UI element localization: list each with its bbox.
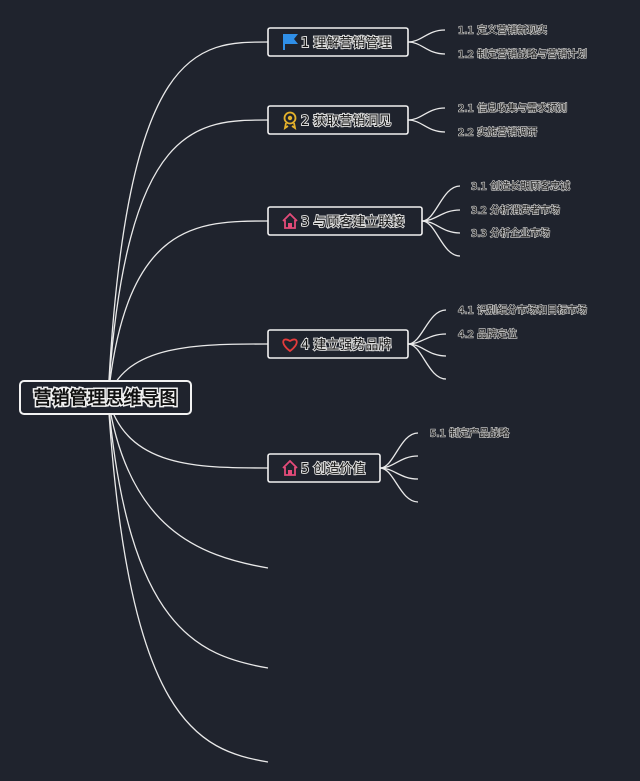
mindmap-nodes: 营销管理思维导图 1 理解营销管理 1.1 定义营销新现实 1.2 制定营销战略与营销… (19, 23, 588, 483)
medal-icon (283, 111, 297, 130)
flag-icon (283, 34, 298, 50)
branch-connector-empty (107, 397, 269, 569)
branch-label: 3 与顾客建立联接 (301, 214, 404, 230)
leaf-connector (407, 41, 446, 55)
branch-label: 5 创造价值 (301, 461, 365, 477)
root-title: 营销管理思维导图 (34, 387, 178, 409)
branch-connector-empty (107, 397, 269, 669)
branch-node-b2[interactable]: 2 获取营销洞见 (267, 105, 409, 135)
leaf-label[interactable]: 2.2 实施营销调研 (457, 125, 537, 139)
leaf-label[interactable]: 2.1 信息收集与需求预测 (457, 101, 567, 115)
leaf-label[interactable]: 3.2 分析消费者市场 (470, 203, 560, 217)
leaf-label[interactable]: 1.1 定义营销新现实 (457, 23, 547, 37)
branch-connector (107, 397, 269, 469)
leaf-connector (379, 432, 419, 469)
branch-label: 4 建立强势品牌 (301, 337, 391, 353)
leaf-label[interactable]: 4.1 识别细分市场和目标市场 (457, 303, 587, 317)
branch-connector (107, 220, 269, 399)
branch-node-b4[interactable]: 4 建立强势品牌 (267, 329, 409, 359)
house-icon (282, 212, 298, 229)
branch-node-b3[interactable]: 3 与顾客建立联接 (267, 206, 423, 236)
branch-connector (107, 119, 269, 399)
leaf-label[interactable]: 3.1 创造长期顾客忠诚 (470, 179, 570, 193)
house-icon (282, 459, 298, 476)
leaf-connector (407, 107, 446, 121)
heart-icon (282, 338, 298, 353)
leaf-label[interactable]: 3.3 分析企业市场 (470, 226, 550, 240)
leaf-connector (407, 309, 447, 345)
branch-node-b1[interactable]: 1 理解营销管理 (267, 27, 409, 57)
leaf-label[interactable]: 5.1 制定产品战略 (429, 426, 509, 440)
leaf-connector (421, 220, 461, 257)
branch-connector-empty (107, 397, 269, 763)
root-node[interactable]: 营销管理思维导图 (19, 380, 192, 415)
branch-connector (107, 41, 269, 399)
branch-label: 1 理解营销管理 (301, 36, 391, 51)
leaf-label[interactable]: 4.2 品牌定位 (457, 327, 517, 341)
leaf-connector (421, 185, 461, 222)
leaf-label[interactable]: 1.2 制定营销战略与营销计划 (457, 47, 587, 61)
leaf-connector (407, 119, 446, 133)
branch-node-b5[interactable]: 5 创造价值 (267, 453, 381, 483)
branch-label: 2 获取营销洞见 (301, 114, 391, 129)
leaf-connector (407, 29, 446, 43)
leaf-connector (407, 343, 447, 380)
leaf-connector (379, 467, 419, 503)
